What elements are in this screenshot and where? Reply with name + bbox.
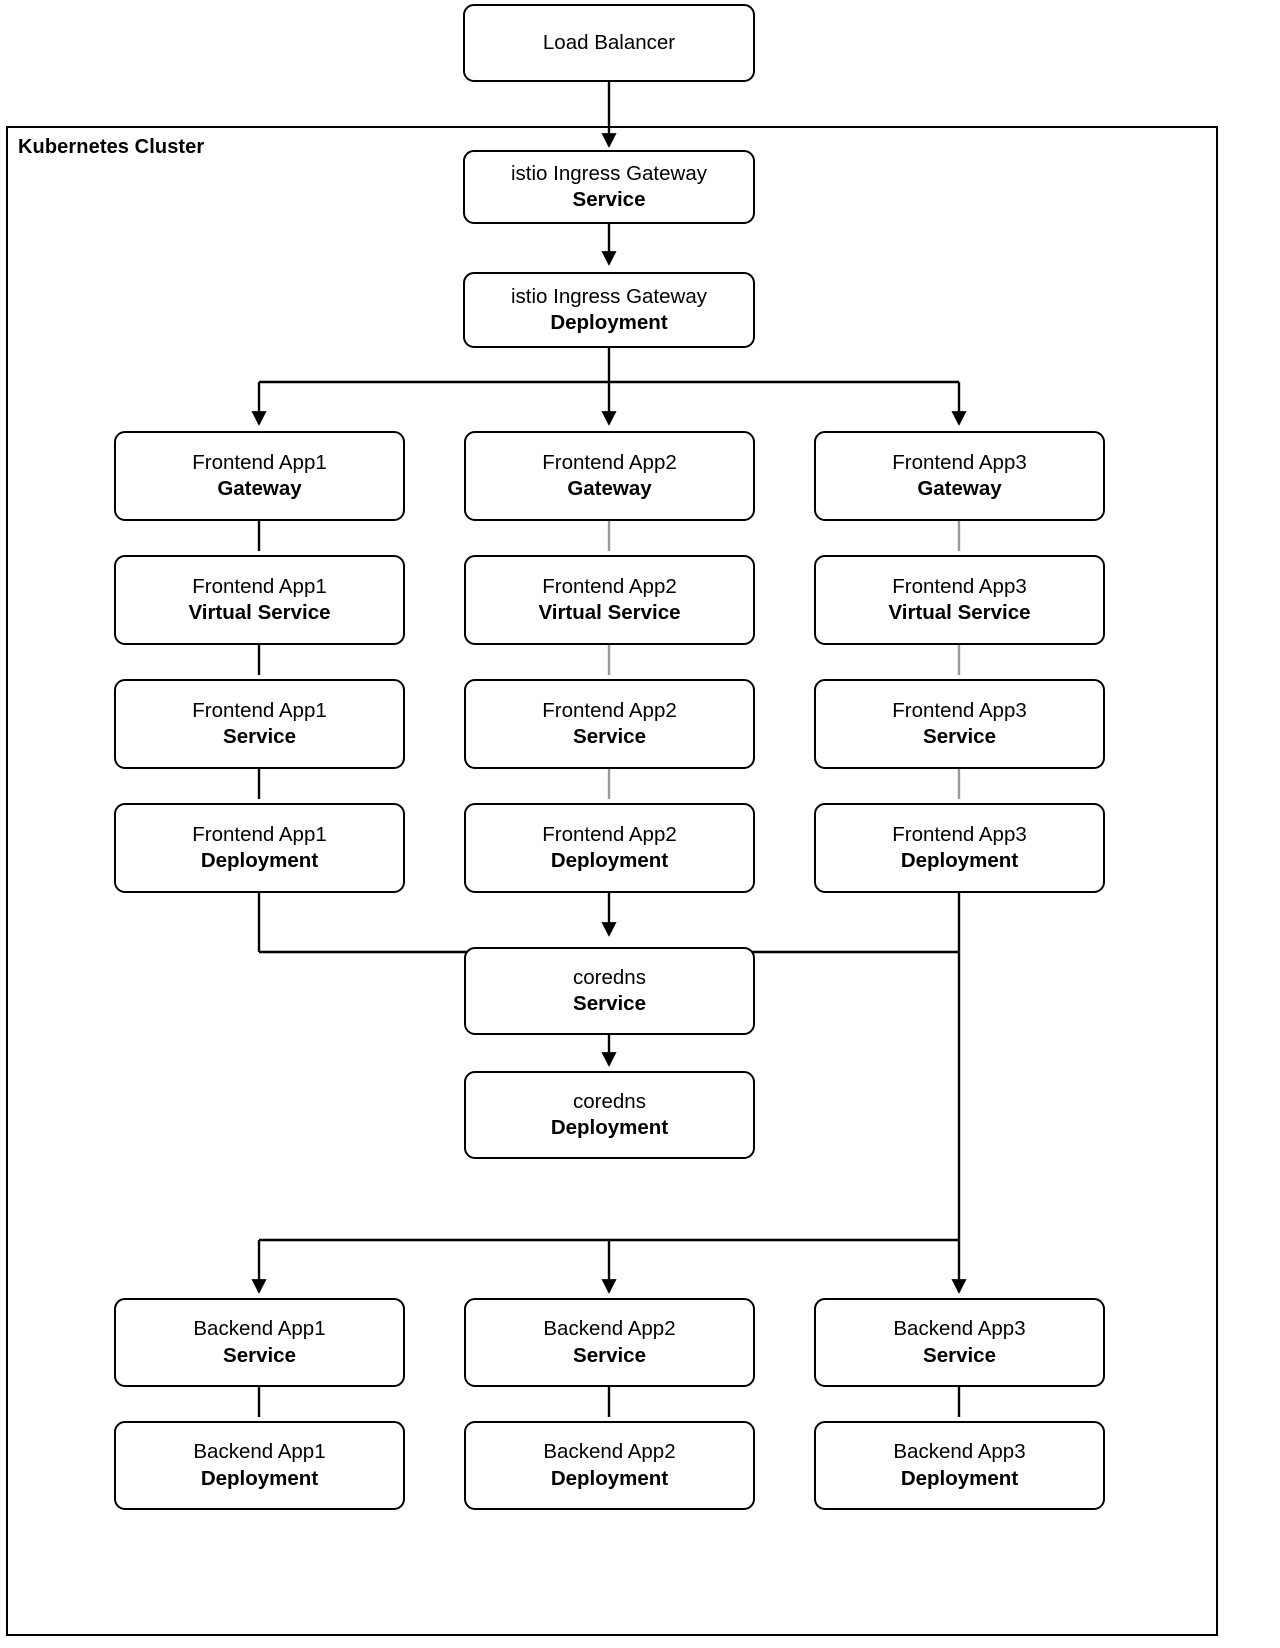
node-frontend-app3-service-line2: Service xyxy=(923,725,996,748)
node-frontend-app3-service[interactable]: Frontend App3 Service xyxy=(814,679,1105,769)
node-frontend-app2-virtual-service[interactable]: Frontend App2 Virtual Service xyxy=(464,555,755,645)
node-frontend-app3-deployment-line1: Frontend App3 xyxy=(892,822,1027,846)
kubernetes-cluster-label: Kubernetes Cluster xyxy=(18,136,205,158)
node-coredns-deployment-line2: Deployment xyxy=(550,1116,669,1139)
node-frontend-app1-service-line2: Service xyxy=(223,725,296,748)
node-frontend-app3-virtual-service-line1: Frontend App3 xyxy=(892,574,1027,598)
node-istio-ingress-gateway-service-line1: istio Ingress Gateway xyxy=(511,161,707,185)
node-istio-ingress-gateway-service[interactable]: istio Ingress Gateway Service xyxy=(463,150,755,224)
node-frontend-app2-gateway-line2: Gateway xyxy=(567,477,652,500)
node-frontend-app1-virtual-service-line2: Virtual Service xyxy=(188,601,331,624)
node-backend-app1-deployment-line1: Backend App1 xyxy=(193,1440,326,1464)
node-backend-app1-deployment-line2: Deployment xyxy=(200,1466,319,1490)
node-frontend-app1-deployment-line1: Frontend App1 xyxy=(192,822,327,846)
node-frontend-app3-deployment-line2: Deployment xyxy=(900,849,1019,872)
node-backend-app3-service-line2: Service xyxy=(923,1343,996,1367)
node-load-balancer[interactable]: Load Balancer xyxy=(463,4,755,82)
node-frontend-app2-deployment-line1: Frontend App2 xyxy=(542,822,677,846)
node-istio-ingress-gateway-deployment-line2: Deployment xyxy=(550,311,668,334)
node-backend-app3-service[interactable]: Backend App3 Service xyxy=(814,1298,1105,1387)
node-istio-ingress-gateway-deployment[interactable]: istio Ingress Gateway Deployment xyxy=(463,272,755,348)
node-frontend-app3-virtual-service-line2: Virtual Service xyxy=(888,601,1031,624)
node-backend-app2-deployment-line1: Backend App2 xyxy=(543,1440,676,1464)
node-frontend-app1-deployment-line2: Deployment xyxy=(200,849,319,872)
node-frontend-app3-service-line1: Frontend App3 xyxy=(892,698,1027,722)
node-backend-app1-service[interactable]: Backend App1 Service xyxy=(114,1298,405,1387)
node-frontend-app3-gateway-line2: Gateway xyxy=(917,477,1002,500)
node-coredns-service-line2: Service xyxy=(573,992,646,1015)
node-istio-ingress-gateway-deployment-line1: istio Ingress Gateway xyxy=(511,284,707,308)
node-frontend-app2-service-line2: Service xyxy=(573,725,646,748)
node-istio-ingress-gateway-service-line2: Service xyxy=(572,188,646,211)
node-coredns-service-line1: coredns xyxy=(573,965,646,989)
node-backend-app2-service[interactable]: Backend App2 Service xyxy=(464,1298,755,1387)
node-backend-app2-service-line2: Service xyxy=(573,1343,646,1367)
node-backend-app1-service-line2: Service xyxy=(223,1343,296,1367)
node-frontend-app1-service-line1: Frontend App1 xyxy=(192,698,327,722)
node-frontend-app3-gateway-line1: Frontend App3 xyxy=(892,450,1027,474)
node-frontend-app2-service[interactable]: Frontend App2 Service xyxy=(464,679,755,769)
node-frontend-app1-gateway-line2: Gateway xyxy=(217,477,302,500)
node-frontend-app1-gateway[interactable]: Frontend App1 Gateway xyxy=(114,431,405,521)
node-frontend-app2-gateway[interactable]: Frontend App2 Gateway xyxy=(464,431,755,521)
node-frontend-app3-deployment[interactable]: Frontend App3 Deployment xyxy=(814,803,1105,893)
node-frontend-app2-deployment[interactable]: Frontend App2 Deployment xyxy=(464,803,755,893)
node-backend-app3-deployment[interactable]: Backend App3 Deployment xyxy=(814,1421,1105,1510)
node-coredns-service[interactable]: coredns Service xyxy=(464,947,755,1035)
node-backend-app1-deployment[interactable]: Backend App1 Deployment xyxy=(114,1421,405,1510)
node-coredns-deployment[interactable]: coredns Deployment xyxy=(464,1071,755,1159)
node-backend-app2-deployment-line2: Deployment xyxy=(550,1466,669,1490)
node-frontend-app2-virtual-service-line2: Virtual Service xyxy=(538,601,681,624)
node-frontend-app1-virtual-service[interactable]: Frontend App1 Virtual Service xyxy=(114,555,405,645)
node-frontend-app1-virtual-service-line1: Frontend App1 xyxy=(192,574,327,598)
node-frontend-app2-deployment-line2: Deployment xyxy=(550,849,669,872)
node-frontend-app2-virtual-service-line1: Frontend App2 xyxy=(542,574,677,598)
node-frontend-app2-service-line1: Frontend App2 xyxy=(542,698,677,722)
node-load-balancer-line1: Load Balancer xyxy=(542,30,676,54)
node-backend-app3-deployment-line1: Backend App3 xyxy=(893,1440,1026,1464)
kubernetes-cluster-boundary xyxy=(6,126,1218,1636)
node-coredns-deployment-line1: coredns xyxy=(573,1089,646,1113)
node-backend-app3-service-line1: Backend App3 xyxy=(893,1317,1026,1341)
node-backend-app3-deployment-line2: Deployment xyxy=(900,1466,1019,1490)
node-frontend-app3-virtual-service[interactable]: Frontend App3 Virtual Service xyxy=(814,555,1105,645)
node-backend-app1-service-line1: Backend App1 xyxy=(193,1317,326,1341)
node-frontend-app2-gateway-line1: Frontend App2 xyxy=(542,450,677,474)
node-frontend-app3-gateway[interactable]: Frontend App3 Gateway xyxy=(814,431,1105,521)
node-backend-app2-service-line1: Backend App2 xyxy=(543,1317,676,1341)
node-frontend-app1-service[interactable]: Frontend App1 Service xyxy=(114,679,405,769)
node-backend-app2-deployment[interactable]: Backend App2 Deployment xyxy=(464,1421,755,1510)
node-frontend-app1-gateway-line1: Frontend App1 xyxy=(192,450,327,474)
node-frontend-app1-deployment[interactable]: Frontend App1 Deployment xyxy=(114,803,405,893)
